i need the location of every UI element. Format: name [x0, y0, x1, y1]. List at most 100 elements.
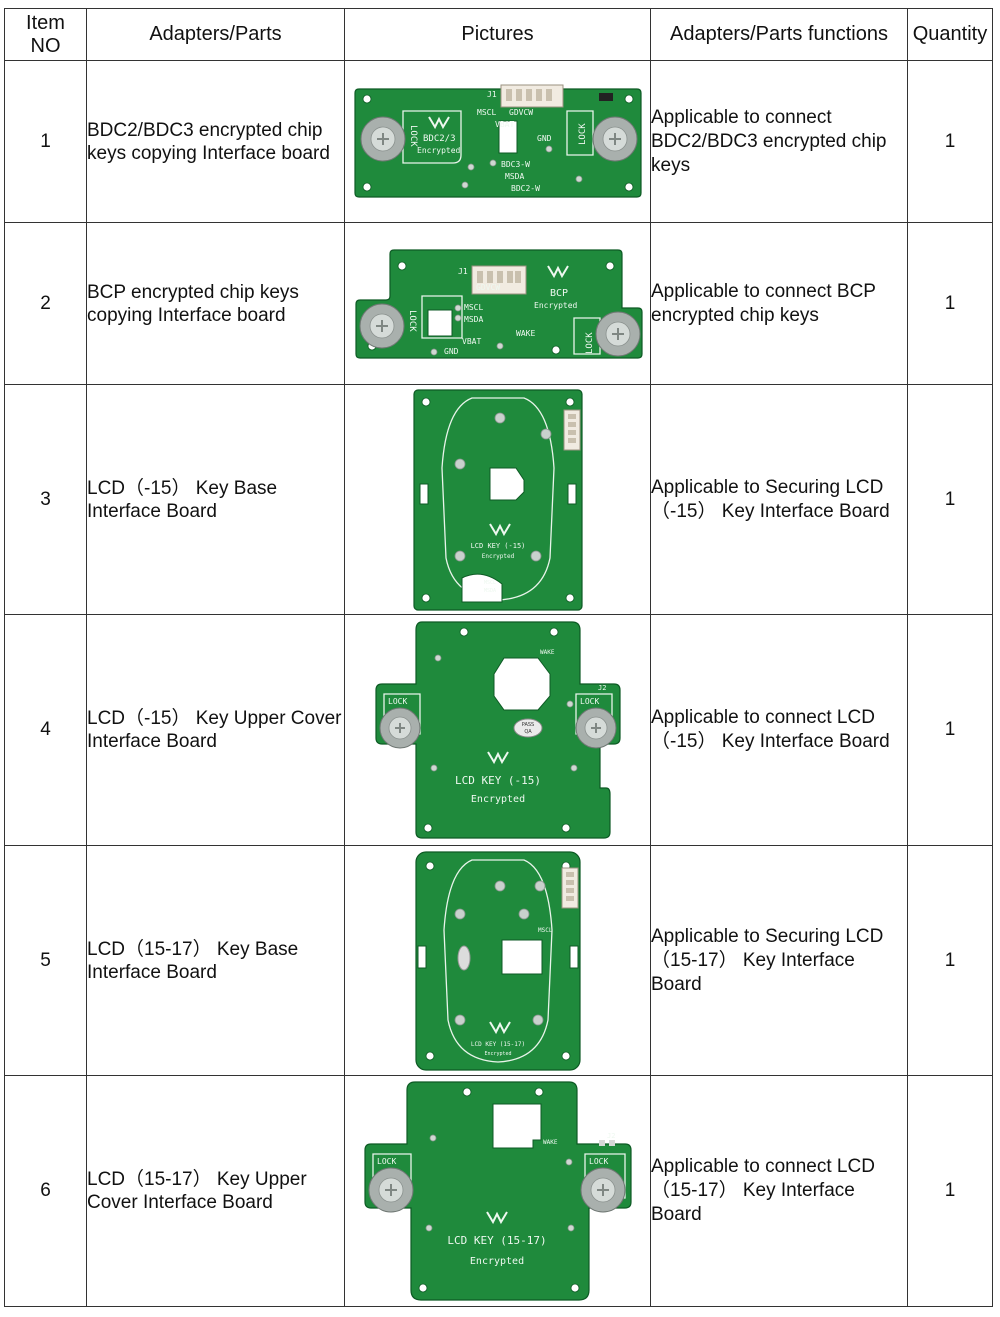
- header-quantity: Quantity: [907, 8, 993, 61]
- table-row: 5 LCD（15-17） Key Base Interface Board: [4, 845, 993, 1076]
- header-pictures: Pictures: [344, 8, 651, 61]
- board-label-a: LCD KEY (15-17): [447, 1234, 546, 1247]
- xhorse-logo-icon: [488, 1020, 511, 1034]
- item-number: 2: [4, 222, 87, 385]
- table-row: 6 LCD（15-17） Key Upper Cover Interface B…: [4, 1075, 993, 1307]
- board-label-c: WAKE: [540, 649, 555, 656]
- xhorse-logo-icon: [485, 1211, 508, 1225]
- board-label-c: WAKE: [543, 1139, 558, 1146]
- board-label-e: VBAT: [495, 120, 514, 129]
- board-label-j1: J1: [458, 267, 468, 276]
- board-label-g: BDC3-W: [501, 160, 530, 169]
- board-label-f: VBAT: [462, 337, 481, 346]
- thumbscrew-icon: [359, 303, 404, 348]
- board-label-a: BCP: [550, 288, 568, 299]
- header-parts: Adapters/Parts: [86, 8, 345, 61]
- board-label-e: QA: [524, 729, 532, 735]
- thumbscrew-icon: [360, 116, 405, 161]
- board-label-b: Encrypted: [481, 553, 514, 560]
- part-picture: LOCK LOCK J2 WAKE LCD KEY (15-17) Encryp…: [344, 1075, 651, 1307]
- part-name: BDC2/BDC3 encrypted chip keys copying In…: [86, 60, 345, 223]
- board-label-h: WAKE: [516, 329, 535, 338]
- board-label-j1: J1: [487, 90, 497, 99]
- xhorse-logo-icon: [427, 115, 450, 129]
- lcd-15-base-board-image: LCD KEY (-15) Encrypted MSCL MSDA: [412, 388, 583, 611]
- part-quantity: 1: [907, 845, 993, 1076]
- board-label-i: BDC2-W: [511, 184, 540, 193]
- board-label-f: GND: [537, 134, 552, 143]
- board-label-c: MSCL: [484, 580, 496, 586]
- board-label-lock: LOCK: [408, 125, 418, 147]
- board-label-j2: J2: [598, 684, 606, 692]
- board-label-b: Encrypted: [534, 301, 578, 310]
- board-label-b: Encrypted: [469, 1256, 523, 1267]
- part-quantity: 1: [907, 384, 993, 615]
- table-row: 2 BCP encrypted chip keys copying Interf…: [4, 222, 993, 385]
- board-label-b: Encrypted: [417, 146, 461, 155]
- item-number: 4: [4, 614, 87, 846]
- thumbscrew-icon: [592, 116, 637, 161]
- board-label-d: MSDA: [484, 588, 496, 594]
- board-label-b: Encrypted: [470, 794, 524, 805]
- part-picture: MSCL LCD KEY (15-17) Encrypted: [344, 845, 651, 1076]
- lcd-15-17-upper-board-image: LOCK LOCK J2 WAKE LCD KEY (15-17) Encryp…: [363, 1081, 632, 1301]
- part-function: Applicable to Securing LCD （-15） Key Int…: [650, 384, 908, 615]
- part-picture: J1 LOCK LOCK BDC2/3 Encrypted MSCL GDVCW…: [344, 60, 651, 223]
- thumbscrew-icon: [575, 707, 616, 749]
- board-label-lock: LOCK: [377, 1157, 396, 1166]
- item-number: 3: [4, 384, 87, 615]
- table-row: 4 LCD（-15） Key Upper Cover Interface Boa…: [4, 614, 993, 846]
- bdc-board-image: J1 LOCK LOCK BDC2/3 Encrypted MSCL GDVCW…: [353, 84, 642, 198]
- header-row: Item NO Adapters/Parts Pictures Adapters…: [4, 8, 993, 61]
- part-function: Applicable to connect BDC2/BDC3 encrypte…: [650, 60, 908, 223]
- table-row: 3 LCD（-15） Key Base Interface Board: [4, 384, 993, 615]
- board-label-c: MSCL: [464, 303, 483, 312]
- header-item-no-label: Item NO: [26, 11, 65, 57]
- part-quantity: 1: [907, 1075, 993, 1307]
- header-functions: Adapters/Parts functions: [650, 8, 908, 61]
- board-label-j2: J2: [607, 1132, 615, 1140]
- part-name: LCD（-15） Key Upper Cover Interface Board: [86, 614, 345, 846]
- part-name: LCD（-15） Key Base Interface Board: [86, 384, 345, 615]
- part-name: LCD（15-17） Key Upper Cover Interface Boa…: [86, 1075, 345, 1307]
- board-label-g: GND: [444, 347, 459, 356]
- board-label-lock: LOCK: [580, 697, 599, 706]
- part-function: Applicable to connect BCP encrypted chip…: [650, 222, 908, 385]
- thumbscrew-icon: [379, 707, 420, 749]
- xhorse-logo-icon: [488, 522, 511, 536]
- part-picture: LOCK LOCK J2 WAKE PASS QA LCD KEY (-15) …: [344, 614, 651, 846]
- board-label-a: LCD KEY (15-17): [470, 1041, 524, 1048]
- board-label-b: Encrypted: [484, 1051, 511, 1057]
- board-label-a: LCD KEY (-15): [454, 774, 540, 787]
- item-number: 1: [4, 60, 87, 223]
- thumbscrew-icon: [368, 1167, 413, 1213]
- part-quantity: 1: [907, 60, 993, 223]
- thumbscrew-icon: [595, 311, 640, 356]
- board-label-d: GDVCW: [476, 283, 500, 292]
- xhorse-logo-icon: [546, 264, 569, 278]
- bcp-board-image: J1 LOCK LOCK BCP Encrypted MSCL GDVCW MS…: [354, 248, 643, 359]
- board-label-c: MSCL: [477, 108, 496, 117]
- part-function: Applicable to connect LCD （-15） Key Inte…: [650, 614, 908, 846]
- xhorse-logo-icon: [486, 751, 509, 765]
- item-number: 5: [4, 845, 87, 1076]
- part-picture: J1 LOCK LOCK BCP Encrypted MSCL GDVCW MS…: [344, 222, 651, 385]
- part-quantity: 1: [907, 614, 993, 846]
- board-label-lock: LOCK: [585, 331, 595, 353]
- board-label-h: MSDA: [505, 172, 524, 181]
- board-label-a: BDC2/3: [423, 134, 456, 144]
- board-label-lock: LOCK: [388, 697, 407, 706]
- board-label-d: GDVCW: [509, 108, 533, 117]
- board-label-e: MSDA: [464, 315, 483, 324]
- lcd-15-upper-board-image: LOCK LOCK J2 WAKE PASS QA LCD KEY (-15) …: [374, 621, 621, 839]
- board-label-c: MSCL: [538, 927, 553, 934]
- header-item-no: Item NO: [4, 8, 87, 61]
- board-label-lock: LOCK: [578, 122, 588, 144]
- part-function: Applicable to Securing LCD （15-17） Key I…: [650, 845, 908, 1076]
- part-name: LCD（15-17） Key Base Interface Board: [86, 845, 345, 1076]
- thumbscrew-icon: [580, 1167, 625, 1213]
- parts-table: Item NO Adapters/Parts Pictures Adapters…: [4, 8, 993, 1307]
- table-row: 1 BDC2/BDC3 encrypted chip keys copying …: [4, 60, 993, 223]
- board-label-lock: LOCK: [407, 310, 417, 332]
- part-quantity: 1: [907, 222, 993, 385]
